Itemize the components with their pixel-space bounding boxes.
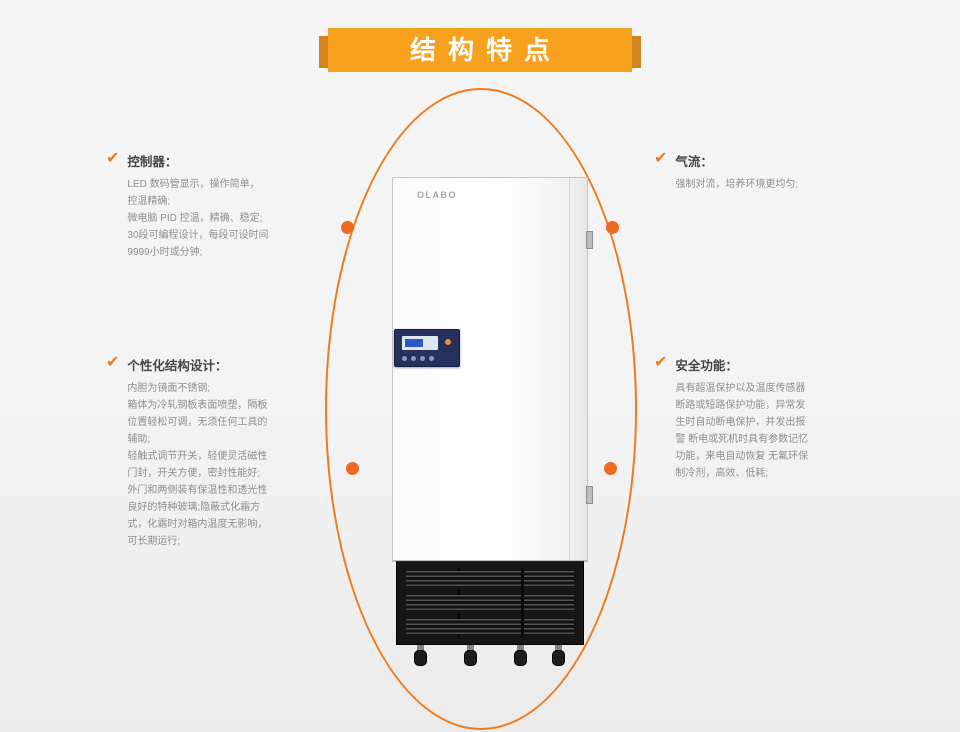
feature-text: 控制器： LED 数码管显示，操作简单，控温精确; 微电脑 PID 控温，精确、… [127,151,269,261]
door-seam [569,178,570,560]
check-icon: ✔ [654,150,668,167]
caster-wheel-tire [552,650,565,666]
panel-display [402,336,438,350]
feature-body: LED 数码管显示，操作简单，控温精确; 微电脑 PID 控温，精确、稳定; 3… [127,179,269,258]
panel-led-indicator [445,339,451,345]
connector-dot-bottom-left [346,462,359,475]
panel-button [411,356,416,361]
caster-wheel [414,645,427,666]
page-title: 结构特点 [328,28,632,72]
check-icon: ✔ [106,150,120,167]
brand-logo: OLABO [417,190,457,200]
feature-text: 安全功能： 具有超温保护以及温度传感器断路或短路保护功能，异常发生时自动断电保护… [675,355,811,482]
caster-stem [555,645,562,651]
check-icon: ✔ [654,354,668,371]
feature-title: 安全功能： [675,359,738,373]
feature-body: 强制对流，培养环境更均匀; [675,179,799,190]
control-panel [394,329,460,367]
feature-body: 内胆为镜面不锈钢; 箱体为冷轧钢板表面喷塑，隔板位置轻松可调，无须任何工具的辅助… [127,383,268,547]
feature-airflow: ✔ 气流： 强制对流，培养环境更均匀; [654,151,811,193]
caster-wheel [514,645,527,666]
feature-controller: ✔ 控制器： LED 数码管显示，操作简单，控温精确; 微电脑 PID 控温，精… [106,151,269,261]
caster-wheel-tire [464,650,477,666]
feature-title: 个性化结构设计： [127,359,228,373]
panel-button [420,356,425,361]
feature-title: 气流： [675,155,713,169]
panel-button [429,356,434,361]
connector-dot-top-right [606,221,619,234]
caster-wheel-tire [414,650,427,666]
door-hinge-bottom [586,486,593,504]
caster-stem [417,645,424,651]
caster-wheel [464,645,477,666]
caster-wheel-tire [514,650,527,666]
vent-grille [406,595,574,611]
feature-structure-design: ✔ 个性化结构设计： 内胆为镜面不锈钢; 箱体为冷轧钢板表面喷塑，隔板位置轻松可… [106,355,269,550]
panel-button [402,356,407,361]
connector-dot-bottom-right [604,462,617,475]
feature-body: 具有超温保护以及温度传感器断路或短路保护功能，异常发生时自动断电保护，并发出报警… [675,383,809,479]
door-hinge-top [586,231,593,249]
feature-text: 个性化结构设计： 内胆为镜面不锈钢; 箱体为冷轧钢板表面喷塑，隔板位置轻松可调，… [127,355,269,550]
vent-grille [406,619,574,635]
panel-buttons [402,356,434,361]
incubator-cabinet: OLABO [392,177,593,562]
caster-stem [467,645,474,651]
section-banner: 结构特点 [0,0,960,84]
feature-text: 气流： 强制对流，培养环境更均匀; [675,151,811,193]
check-icon: ✔ [106,354,120,371]
caster-wheel [552,645,565,666]
connector-dot-top-left [341,221,354,234]
feature-ellipse [325,88,637,730]
panel-digits [405,339,423,347]
compressor-base [396,561,584,645]
product-image: OLABO [392,177,593,667]
caster-stem [517,645,524,651]
feature-safety: ✔ 安全功能： 具有超温保护以及温度传感器断路或短路保护功能，异常发生时自动断电… [654,355,811,482]
feature-title: 控制器： [127,155,178,169]
vent-grille [406,571,574,587]
